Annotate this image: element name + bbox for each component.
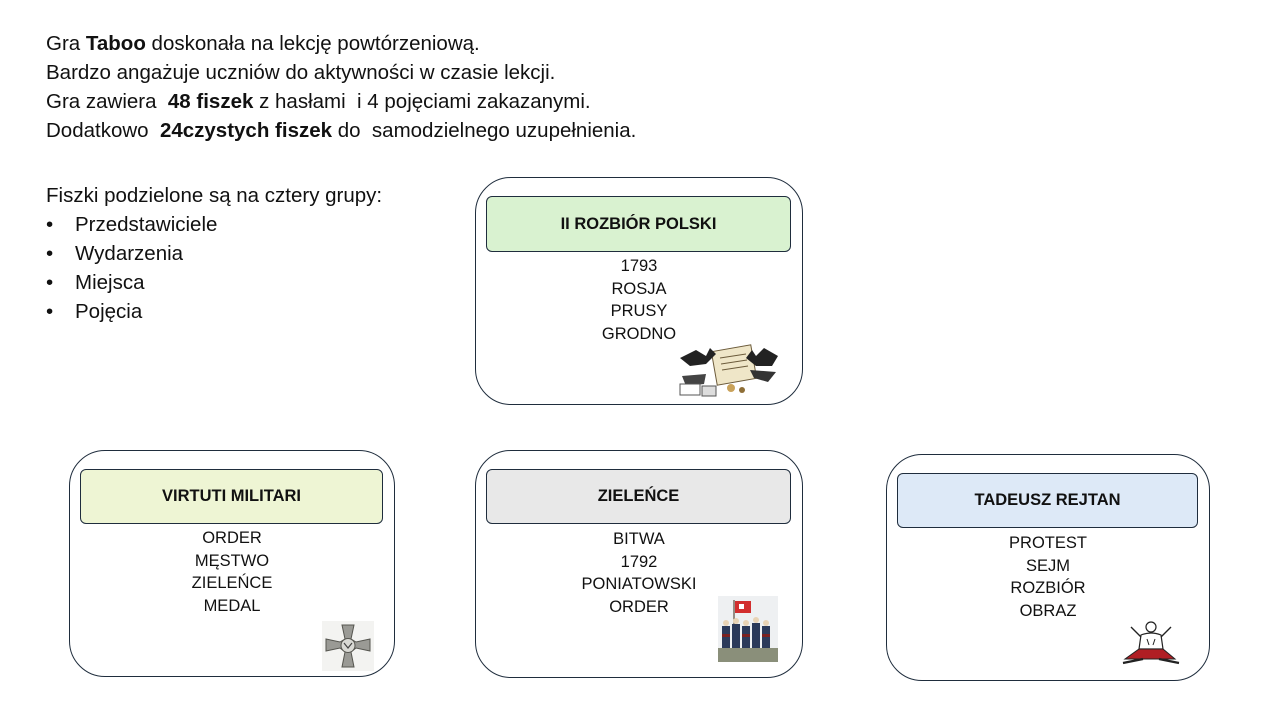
card-title: VIRTUTI MILITARI — [80, 469, 383, 524]
card-word: PONIATOWSKI — [581, 575, 697, 594]
list-item-label: Przedstawiciele — [75, 213, 218, 236]
bullet-icon: • — [46, 271, 54, 294]
intro-bold-part: 24czystych fiszek — [159, 119, 333, 142]
card-title: II ROZBIÓR POLSKI — [486, 196, 791, 252]
intro-bold-part: 48 fiszek — [167, 90, 254, 113]
intro-text: Gra Taboo doskonała na lekcję powtórzeni… — [46, 29, 636, 145]
card-word: 1792 — [620, 552, 658, 571]
military-cross-icon — [322, 621, 374, 671]
intro-bold-part: Taboo — [85, 32, 146, 55]
card-word: ORDER — [609, 598, 669, 617]
taboo-card: ZIELEŃCE BITWA 1792 PONIATOWSKI ORDER — [475, 450, 803, 678]
taboo-card: TADEUSZ REJTAN PROTEST SEJM ROZBIÓR OBRA… — [886, 454, 1210, 681]
groups-section: Fiszki podzielone są na cztery grupy: • P… — [46, 181, 382, 326]
list-item: • Wydarzenia — [46, 239, 382, 268]
card-title: TADEUSZ REJTAN — [897, 473, 1198, 528]
card-word: ROZBIÓR — [1010, 579, 1086, 598]
card-words: 1793 ROSJA PRUSY GRODNO — [476, 255, 802, 346]
card-word: BITWA — [613, 530, 665, 548]
intro-text-part: doskonała na lekcję powtórzeniową. — [145, 32, 480, 55]
card-word: MEDAL — [203, 597, 261, 616]
taboo-card: II ROZBIÓR POLSKI 1793 ROSJA PRUSY GRODN… — [475, 177, 803, 405]
soldiers-flag-icon — [718, 596, 778, 662]
card-word: PRUSY — [610, 302, 668, 321]
intro-line: Gra Taboo doskonała na lekcję powtórzeni… — [46, 29, 636, 58]
list-item: • Pojęcia — [46, 297, 382, 326]
card-word: ORDER — [202, 529, 262, 547]
list-item: • Przedstawiciele — [46, 210, 382, 239]
bullet-icon: • — [46, 213, 54, 236]
card-word: GRODNO — [601, 325, 677, 344]
bullet-icon: • — [46, 242, 54, 265]
intro-line: Gra zawiera 48 fiszek z hasłami i 4 poję… — [46, 87, 636, 116]
card-word: OBRAZ — [1019, 602, 1077, 621]
card-word: ROSJA — [611, 279, 667, 298]
card-word: SEJM — [1025, 556, 1070, 575]
list-item-label: Miejsca — [75, 271, 145, 294]
card-title: ZIELEŃCE — [486, 469, 791, 524]
card-words: PROTEST SEJM ROZBIÓR OBRAZ — [887, 532, 1209, 623]
card-words: ORDER MĘSTWO ZIELEŃCE MEDAL — [70, 527, 394, 618]
taboo-card: VIRTUTI MILITARI ORDER MĘSTWO ZIELEŃCE M… — [69, 450, 395, 677]
intro-text-part: Gra — [46, 32, 86, 55]
intro-line: Dodatkowo 24czystych fiszek do samodziel… — [46, 116, 636, 145]
groups-list: • Przedstawiciele • Wydarzenia • Miejsca • P… — [46, 210, 382, 326]
list-item: • Miejsca — [46, 268, 382, 297]
groups-heading: Fiszki podzielone są na cztery grupy: — [46, 184, 383, 207]
bullet-icon: • — [46, 300, 54, 323]
card-word: 1793 — [620, 257, 658, 275]
list-item-label: Pojęcia — [75, 300, 143, 323]
card-word: MĘSTWO — [194, 551, 270, 570]
intro-text-part: Gra zawiera — [46, 90, 168, 113]
card-word: ZIELEŃCE — [191, 574, 273, 593]
card-words: BITWA 1792 PONIATOWSKI ORDER — [476, 528, 802, 619]
intro-line: Bardzo angażuje uczniów do aktywności w … — [46, 61, 556, 84]
list-item-label: Wydarzenia — [75, 242, 184, 265]
intro-text-part: Dodatkowo — [46, 119, 160, 142]
rejtan-figure-icon — [1122, 621, 1180, 665]
partition-cartoon-icon — [679, 344, 778, 397]
card-word: PROTEST — [1009, 534, 1087, 552]
intro-text-part: do samodzielnego uzupełnienia. — [332, 119, 637, 142]
intro-text-part: z hasłami i 4 pojęciami zakazanymi. — [253, 90, 591, 113]
